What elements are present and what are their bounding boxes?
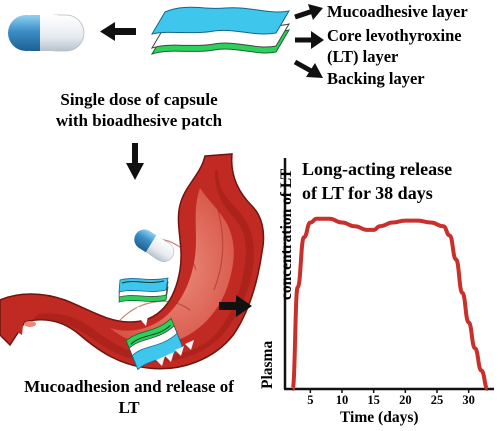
label-backing-layer: Backing layer bbox=[327, 69, 425, 88]
chart-title-line1: Long-acting release bbox=[302, 159, 453, 179]
arrow-down-to-stomach bbox=[126, 143, 144, 180]
arrow-mucoadhesive bbox=[294, 4, 323, 20]
stomach-illustration bbox=[0, 153, 265, 371]
x-tick-label-20: 20 bbox=[399, 393, 412, 407]
capsule-caption-line2: with bioadhesive patch bbox=[55, 111, 223, 130]
y-axis-label-line2: concentration of LT bbox=[278, 168, 295, 300]
x-tick-label-5: 5 bbox=[307, 393, 314, 407]
chart-title-line2: of LT for 38 days bbox=[302, 183, 433, 203]
stomach-caption-line1: Mucoadhesion and release of bbox=[24, 377, 234, 396]
label-core-levothyroxine: Core levothyroxine bbox=[327, 26, 462, 45]
x-tick-label-15: 15 bbox=[367, 393, 380, 407]
y-axis-label-line1: Plasma bbox=[259, 340, 276, 389]
plasma-concentration-chart bbox=[283, 158, 494, 393]
series-line-0 bbox=[290, 216, 490, 391]
arrow-core-lt bbox=[295, 31, 324, 49]
arrow-backing bbox=[293, 59, 323, 78]
x-axis-label: Time (days) bbox=[340, 409, 419, 426]
x-tick-label-30: 30 bbox=[462, 393, 475, 407]
patch-icon bbox=[150, 6, 291, 55]
arrow-patch-to-capsule bbox=[100, 22, 136, 41]
capsule-top bbox=[8, 14, 85, 52]
label-lt-layer: (LT) layer bbox=[327, 47, 399, 66]
arrow-stomach-to-chart bbox=[219, 295, 252, 317]
stomach-caption-line2: LT bbox=[118, 398, 140, 417]
capsule-caption-line1: Single dose of capsule bbox=[60, 90, 218, 109]
label-mucoadhesive-layer: Mucoadhesive layer bbox=[327, 2, 468, 21]
x-tick-label-25: 25 bbox=[430, 393, 444, 407]
x-tick-label-10: 10 bbox=[335, 393, 349, 407]
